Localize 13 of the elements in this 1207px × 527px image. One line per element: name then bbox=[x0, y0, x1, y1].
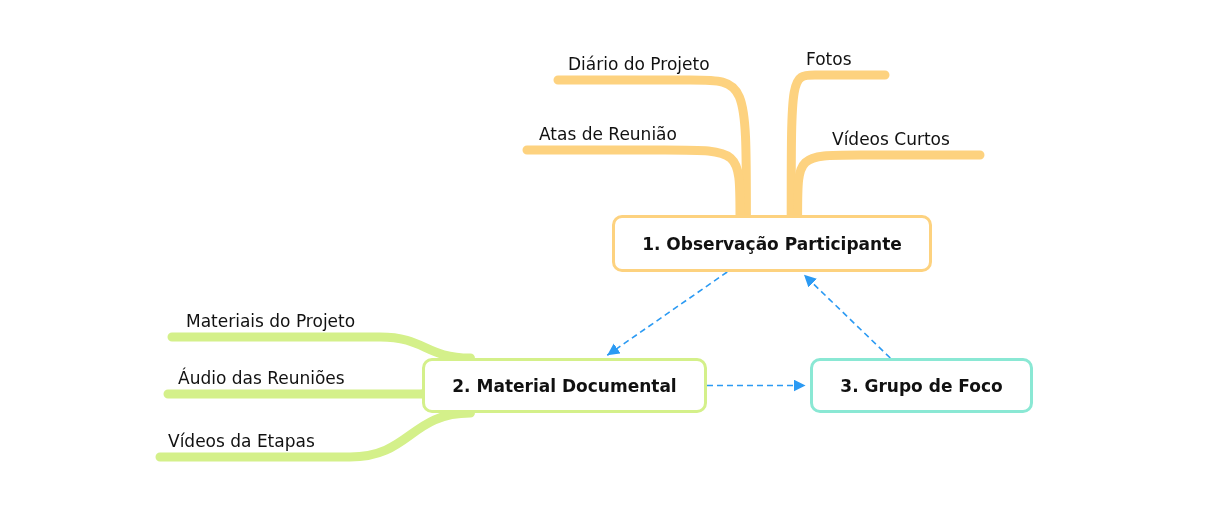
arrow bbox=[606, 271, 728, 357]
branch-label: Atas de Reunião bbox=[527, 116, 705, 150]
branch-label: Vídeos Curtos bbox=[820, 121, 980, 155]
arrow bbox=[803, 274, 892, 359]
branch-label: Diário do Projeto bbox=[558, 46, 745, 80]
branch-label: Fotos bbox=[790, 44, 885, 75]
arrow bbox=[706, 379, 807, 392]
branch-label: Materiais do Projeto bbox=[172, 303, 430, 337]
topic-box: 1. Observação Participante bbox=[612, 215, 932, 272]
branch-label: Vídeos da Etapas bbox=[160, 423, 400, 457]
topic-box: 3. Grupo de Foco bbox=[810, 358, 1033, 413]
branch-label: Áudio das Reuniões bbox=[168, 360, 422, 394]
topic-box: 2. Material Documental bbox=[422, 358, 707, 413]
